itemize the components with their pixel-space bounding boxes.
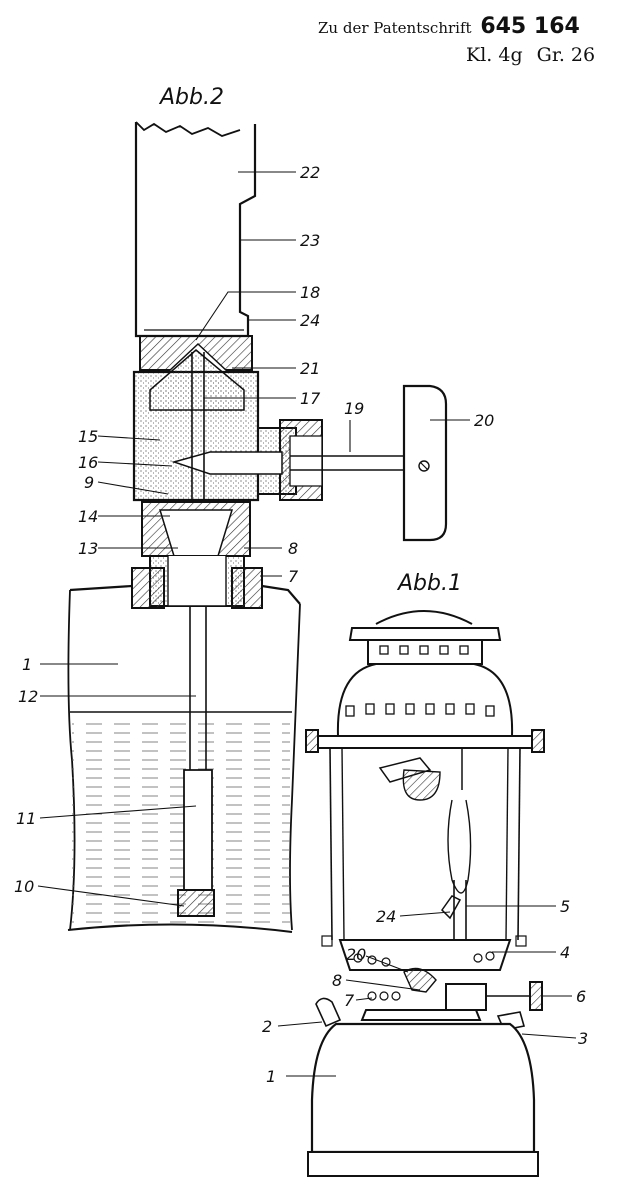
fig2-label-16: 16: [78, 453, 98, 472]
fig1-label-7: 7: [344, 991, 355, 1010]
fig2-label-13: 13: [78, 539, 98, 558]
patent-prefix: Zu der Patentschrift: [318, 19, 472, 37]
fig2-label-15: 15: [78, 427, 98, 446]
fig1-label-5: 5: [560, 897, 570, 916]
patent-number: 645 164: [480, 14, 580, 39]
fig1-title: Abb.1: [396, 571, 462, 596]
patent-header-line1: Zu der Patentschrift 645 164: [318, 14, 580, 39]
fig2-label-10: 10: [14, 877, 34, 896]
fig2-label-18: 18: [300, 283, 320, 302]
fig2-label-21: 21: [300, 359, 320, 378]
fig2-label-24: 24: [300, 311, 320, 330]
fig2-label-8: 8: [288, 539, 298, 558]
fig2-label-20: 20: [474, 411, 494, 430]
fig2-title: Abb.2: [158, 85, 224, 110]
fig1-label-2: 2: [262, 1017, 272, 1036]
fig2-label-14: 14: [78, 507, 98, 526]
fig2-label-1: 1: [22, 655, 32, 674]
patent-header-line2: Kl. 4g Gr. 26: [466, 44, 595, 66]
fig1-label-4: 4: [560, 943, 570, 962]
fig2-label-17: 17: [300, 389, 321, 408]
fig2-label-23: 23: [300, 231, 320, 250]
fig2-label-12: 12: [18, 687, 38, 706]
fig1-callouts: 5 24 4 20 8 6 7 2 3 1: [262, 897, 588, 1086]
fig1-label-24: 24: [376, 907, 396, 926]
fig1-label-6: 6: [576, 987, 586, 1006]
fig1-label-20: 20: [346, 945, 366, 964]
fig1-label-3: 3: [578, 1029, 588, 1048]
fig1-label-1: 1: [266, 1067, 276, 1086]
figure-2-sectional-view: Abb.2: [14, 85, 494, 933]
fig2-label-7: 7: [288, 567, 299, 586]
fig1-label-8: 8: [332, 971, 342, 990]
fig2-label-19: 19: [344, 399, 364, 418]
patent-class: Kl. 4g: [466, 44, 523, 66]
patent-group: Gr. 26: [536, 44, 596, 66]
fig2-label-22: 22: [300, 163, 320, 182]
fig2-callouts: 22 23 18 24 21 17 19 20 15 16 9 14 13 8 …: [14, 163, 494, 896]
fig2-label-9: 9: [84, 473, 94, 492]
figure-1-lamp-exterior: Abb.1: [262, 571, 588, 1177]
fig2-label-11: 11: [16, 809, 36, 828]
